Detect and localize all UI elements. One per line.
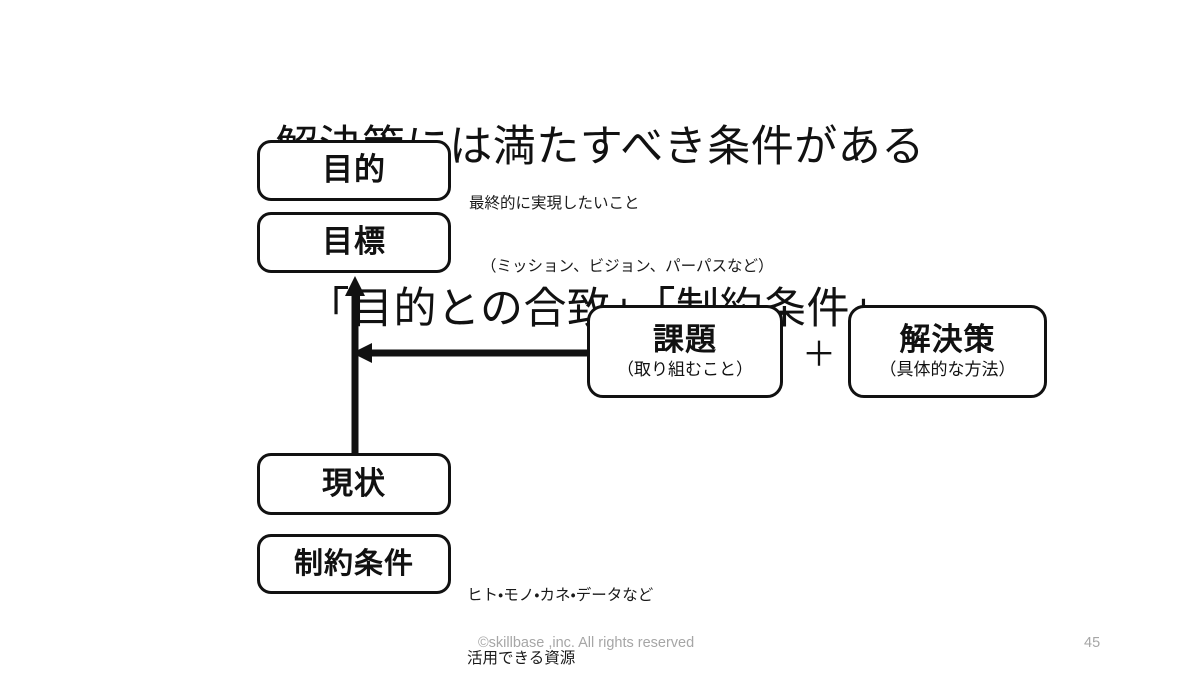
annotation-constraints-line-1: ヒト・モノ・カネ・データなど — [467, 587, 654, 604]
annotation-constraints: ヒト・モノ・カネ・データなど 活用できる資源 — [467, 543, 653, 675]
box-current-state[interactable]: 現状 — [257, 453, 451, 515]
box-purpose[interactable]: 目的 — [257, 140, 451, 201]
annotation-purpose: 最終的に実現したいこと （ミッション、ビジョン、パーパスなど） — [469, 151, 774, 319]
annotation-purpose-line-2: （ミッション、ビジョン、パーパスなど） — [481, 258, 774, 275]
annotation-purpose-line-1: 最終的に実現したいこと — [469, 195, 640, 212]
box-purpose-label: 目的 — [322, 152, 386, 188]
box-goal[interactable]: 目標 — [257, 212, 451, 273]
box-constraints-label: 制約条件 — [293, 547, 414, 580]
box-solution-sublabel: （具体的な方法） — [879, 360, 1016, 380]
box-issue-sublabel: （取り組むこと） — [617, 360, 753, 380]
footer-page-number: 45 — [1084, 635, 1101, 651]
box-goal-label: 目標 — [322, 224, 386, 260]
annotation-constraints-line-2: 活用できる資源 — [467, 650, 576, 667]
box-constraints[interactable]: 制約条件 — [257, 534, 451, 594]
footer-copyright: ©skillbase ,inc. All rights reserved — [478, 635, 695, 651]
box-solution-label: 解決策 — [899, 322, 996, 358]
box-issue[interactable]: 課題 （取り組むこと） — [587, 305, 783, 398]
box-issue-label: 課題 — [653, 322, 717, 358]
plus-operator: ＋ — [802, 336, 836, 374]
box-current-state-label: 現状 — [322, 465, 386, 501]
box-solution[interactable]: 解決策 （具体的な方法） — [848, 305, 1047, 398]
